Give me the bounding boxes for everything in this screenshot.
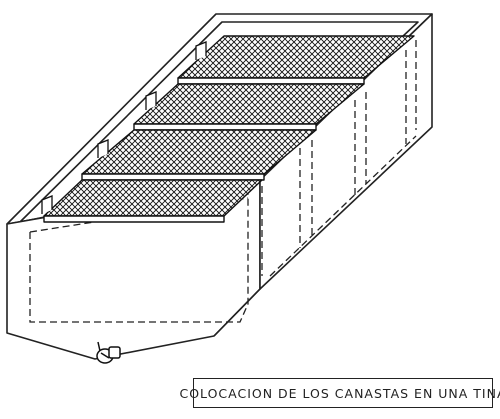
caption-box: COLOCACION DE LOS CANASTAS EN UNA TINA	[179, 378, 500, 408]
basket-1-mesh	[43, 179, 263, 217]
baskets	[43, 35, 415, 223]
basket-2-rim	[81, 173, 265, 181]
basket-handles	[41, 41, 207, 214]
basket-4-rim	[177, 77, 365, 85]
valve-icon	[96, 341, 121, 364]
handle-2	[97, 139, 109, 158]
tank-bottom-edge	[213, 288, 261, 337]
basket-3-rim	[133, 123, 317, 131]
handle-1	[41, 195, 53, 214]
handle-4	[195, 41, 207, 60]
caption-text: COLOCACION DE LOS CANASTAS EN UNA TINA	[179, 385, 500, 401]
basket-1-rim	[43, 215, 225, 223]
handle-3	[145, 91, 157, 110]
